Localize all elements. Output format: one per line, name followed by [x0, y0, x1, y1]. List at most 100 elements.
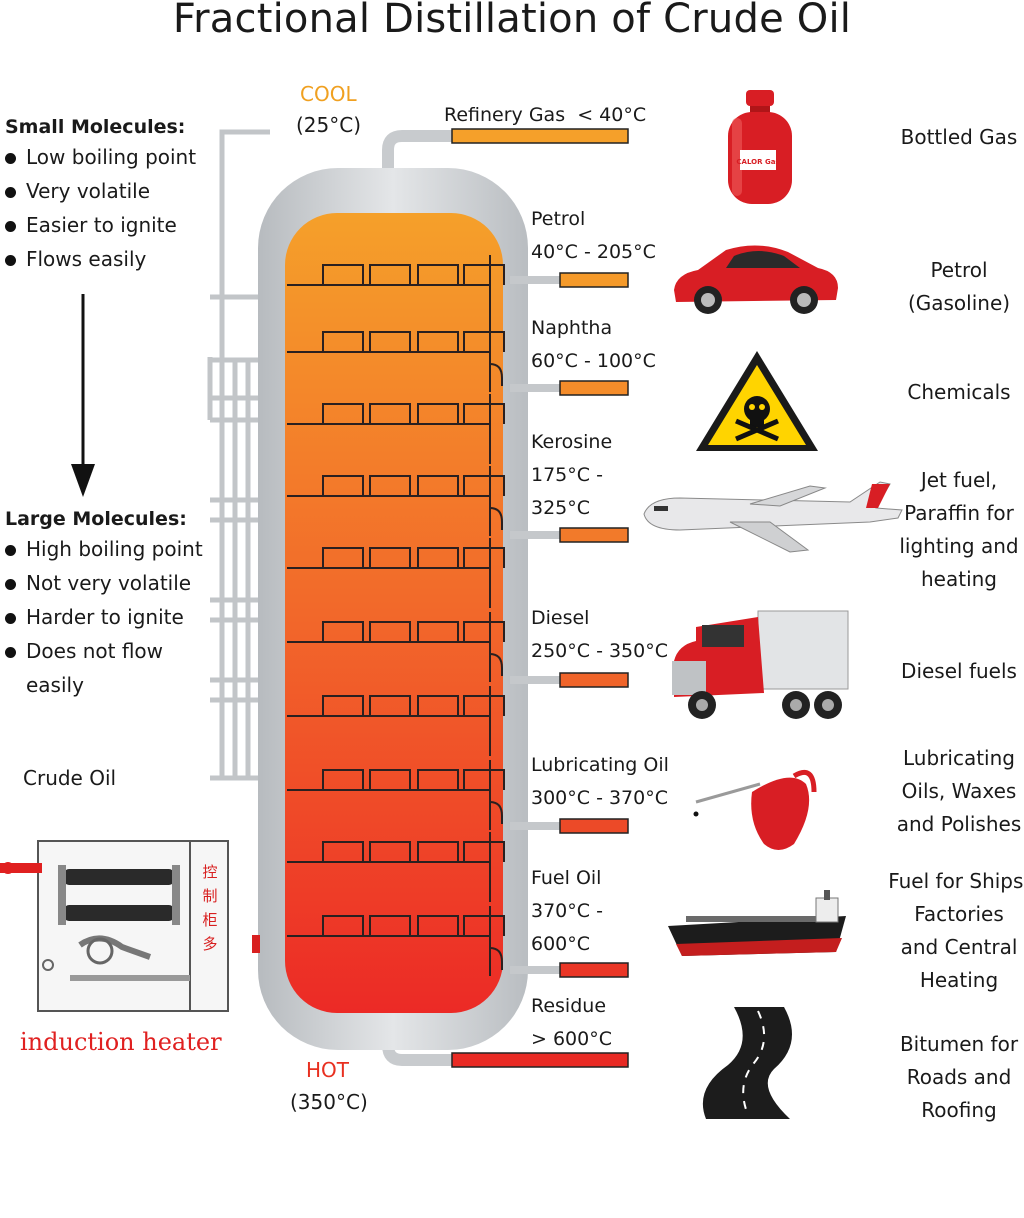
draw-tray-hook — [489, 363, 503, 386]
small-molecules-list: Low boiling point Very volatile Easier t… — [5, 140, 196, 276]
heater-cabinet-char: 多 — [202, 935, 217, 953]
induction-heater-label: induction heater — [20, 1028, 222, 1056]
list-item: Does not flow easily — [5, 634, 210, 702]
list-item: Harder to ignite — [5, 600, 210, 634]
bubble-cap — [369, 331, 411, 352]
ship-icon — [668, 890, 846, 956]
bubble-cap — [463, 547, 505, 568]
bubble-cap — [417, 403, 459, 424]
fraction-name: Residue — [531, 995, 607, 1017]
large-molecules-list: High boiling point Not very volatile Har… — [5, 532, 210, 702]
bubble-cap — [369, 621, 411, 642]
road-icon — [702, 1007, 792, 1119]
gas-cylinder-icon: CALOR Gas — [728, 90, 792, 204]
fraction-range: 175°C - — [531, 464, 603, 486]
outlet-pipe — [451, 128, 629, 144]
bubble-cap — [322, 331, 364, 352]
bubble-cap — [417, 475, 459, 496]
hot-label: HOT — [306, 1058, 349, 1082]
bubble-cap — [463, 841, 505, 862]
fraction-name: Fuel Oil — [531, 867, 602, 889]
product-line: Petrol — [930, 258, 988, 282]
bubble-cap — [369, 695, 411, 716]
product-lubricating: Lubricating Oils, Waxes and Polishes — [884, 742, 1024, 841]
fraction-label-residue: Residue > 600°C — [531, 990, 612, 1056]
fraction-name: Petrol — [531, 208, 586, 230]
outlet-pipe — [559, 962, 629, 978]
outlet-pipe — [451, 1052, 629, 1068]
cool-temp: (25°C) — [296, 113, 362, 137]
heater-cabinet-char: 控 — [202, 863, 217, 881]
product-line: lighting and — [899, 534, 1019, 558]
product-line: Roads and — [906, 1065, 1012, 1089]
truck-icon — [672, 610, 849, 719]
product-line: Jet fuel, — [920, 468, 998, 492]
product-line: Heating — [919, 968, 999, 992]
product-bitumen: Bitumen for Roads and Roofing — [884, 1028, 1024, 1127]
bubble-cap — [417, 621, 459, 642]
product-bottled-gas: Bottled Gas — [884, 121, 1024, 154]
small-molecules-heading: Small Molecules: — [5, 116, 186, 138]
large-molecules-box: Large Molecules: High boiling point Not … — [5, 508, 210, 702]
fraction-name: Refinery Gas — [444, 104, 566, 126]
cool-label: COOL — [300, 82, 357, 106]
fraction-label-kerosine: Kerosine 175°C - 325°C — [531, 426, 612, 525]
fraction-name: Naphtha — [531, 317, 613, 339]
bubble-cap — [463, 915, 505, 936]
heater-cabinet-char: 柜 — [202, 911, 217, 929]
draw-tray-hook — [489, 653, 503, 676]
crude-oil-label: Crude Oil — [23, 766, 117, 790]
small-molecules-box: Small Molecules: Low boiling point Very … — [5, 116, 196, 276]
product-line: Paraffin for — [904, 501, 1014, 525]
fraction-range: 600°C — [531, 933, 591, 955]
product-line: Factories — [914, 902, 1004, 926]
list-item: Very volatile — [5, 174, 196, 208]
bubble-cap — [417, 695, 459, 716]
product-line: Bottled Gas — [900, 125, 1018, 149]
bubble-cap — [369, 841, 411, 862]
product-diesel: Diesel fuels — [884, 655, 1024, 688]
fraction-range: 250°C - 350°C — [531, 640, 668, 662]
fraction-label-petrol: Petrol 40°C - 205°C — [531, 203, 656, 269]
bubble-cap — [463, 475, 505, 496]
feed-nozzle — [252, 935, 260, 953]
bubble-cap — [322, 403, 364, 424]
hazard-sign-icon — [696, 351, 818, 451]
bubble-cap — [369, 915, 411, 936]
oil-can-icon — [693, 770, 817, 850]
bubble-cap — [322, 841, 364, 862]
bubble-cap — [463, 264, 505, 285]
outlet-pipe — [559, 272, 629, 288]
fraction-range: 370°C - — [531, 900, 603, 922]
bubble-cap — [463, 403, 505, 424]
large-molecules-heading: Large Molecules: — [5, 508, 187, 530]
bubble-cap — [463, 769, 505, 790]
product-fuel-ships: Fuel for Ships, Factories and Central He… — [878, 865, 1024, 997]
down-arrow-icon — [71, 294, 95, 497]
product-line: Fuel for Ships, — [888, 869, 1024, 893]
fraction-range: 300°C - 370°C — [531, 787, 668, 809]
draw-tray-hook — [489, 947, 503, 970]
page-title: Fractional Distillation of Crude Oil — [172, 0, 852, 42]
product-line: Lubricating — [903, 746, 1015, 770]
fraction-range: 60°C - 100°C — [531, 350, 656, 372]
hot-temp: (350°C) — [290, 1090, 368, 1114]
fraction-name: Lubricating Oil — [531, 754, 669, 776]
draw-tray-hook — [489, 801, 503, 824]
bubble-cap — [322, 695, 364, 716]
fraction-name: Kerosine — [531, 431, 613, 453]
car-icon — [674, 245, 838, 314]
bubble-cap — [369, 264, 411, 285]
bubble-cap — [417, 841, 459, 862]
outlet-pipe — [559, 672, 629, 688]
list-item: Flows easily — [5, 242, 196, 276]
fraction-range: < 40°C — [577, 104, 647, 126]
fraction-label-naphtha: Naphtha 60°C - 100°C — [531, 312, 656, 378]
bubble-cap — [417, 547, 459, 568]
fraction-range: > 600°C — [531, 1028, 612, 1050]
fraction-label-lubricating-oil: Lubricating Oil 300°C - 370°C — [531, 749, 669, 815]
bubble-cap — [322, 475, 364, 496]
product-line: Chemicals — [907, 380, 1011, 404]
column-trays — [287, 255, 505, 976]
column-oil-body — [285, 213, 503, 1013]
